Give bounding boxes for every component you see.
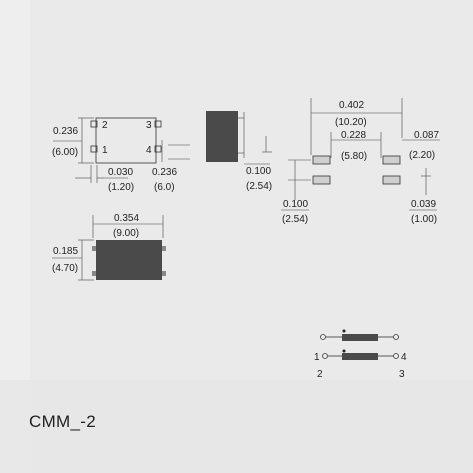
bottom-height-in: 0.185 [53, 246, 78, 257]
pin-label-3: 3 [146, 120, 152, 131]
lower-winding [342, 353, 378, 360]
footprint-overall-mm: (10.20) [335, 117, 367, 128]
schematic-symbol: 1 4 2 3 [314, 329, 407, 380]
top-height-mm: (6.00) [52, 147, 78, 158]
top-width-mm: (6.0) [154, 182, 175, 193]
bottom-width-mm: (9.00) [113, 228, 139, 239]
side-lead-in: 0.100 [246, 166, 271, 177]
side-lead-mm: (2.54) [246, 181, 272, 192]
footprint-pad-tl [312, 155, 331, 165]
top-view-body-outline [95, 117, 157, 164]
pin-label-1: 1 [102, 145, 108, 156]
schematic-pin-3: 3 [399, 369, 405, 380]
footprint-pad-tr [382, 155, 401, 165]
top-width-in: 0.236 [152, 167, 177, 178]
top-view: 2 1 3 4 0.236 (6.00) 0.030 (1.20) 0.236 … [52, 117, 190, 193]
footprint-padlen-in: 0.087 [414, 130, 439, 141]
pin-label-2: 2 [102, 120, 108, 131]
part-number-label: CMM_-2 [29, 412, 96, 431]
footprint-padw-mm: (1.00) [411, 214, 437, 225]
pin-4-tab [154, 145, 162, 153]
footprint-pad-br [382, 175, 401, 185]
pin-3-tab [154, 120, 162, 128]
footprint-inner-mm: (5.80) [341, 151, 367, 162]
footprint-pitch-mm: (2.54) [282, 214, 308, 225]
bottom-view: 0.354 (9.00) 0.185 (4.70) [52, 213, 166, 281]
footprint: 0.402 (10.20) 0.228 (5.80) 0.087 (2.20) … [281, 98, 440, 225]
bottom-view-body [96, 240, 162, 280]
schematic-pin-2: 2 [317, 369, 323, 380]
footprint-inner-in: 0.228 [341, 130, 366, 141]
pin-2-tab [90, 120, 98, 128]
footprint-padlen-mm: (2.20) [409, 150, 435, 161]
footprint-pad-bl [312, 175, 331, 185]
top-pad-in: 0.030 [108, 167, 133, 178]
side-view-body [206, 111, 238, 162]
top-height-in: 0.236 [53, 126, 78, 137]
bottom-height-mm: (4.70) [52, 263, 78, 274]
footprint-padw-in: 0.039 [411, 199, 436, 210]
footprint-pitch-in: 0.100 [283, 199, 308, 210]
pin-label-4: 4 [146, 145, 152, 156]
top-pad-mm: (1.20) [108, 182, 134, 193]
schematic-pin-4: 4 [401, 352, 407, 363]
upper-winding [342, 334, 378, 341]
bottom-width-in: 0.354 [114, 213, 139, 224]
pin-1-tab [90, 145, 98, 153]
footprint-overall-in: 0.402 [339, 100, 364, 111]
schematic-pin-1: 1 [314, 352, 320, 363]
side-view: 0.100 (2.54) [206, 111, 272, 192]
